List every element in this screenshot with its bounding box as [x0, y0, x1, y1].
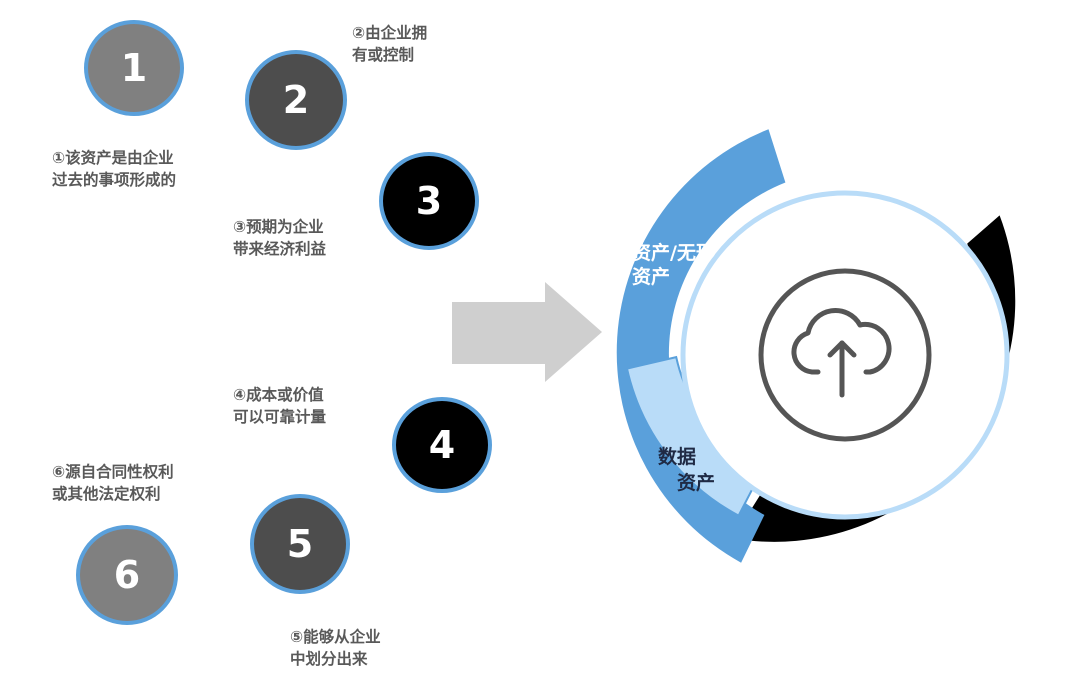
step-2-label: ②由企业拥 有或控制	[352, 22, 427, 66]
cloud-upload-icon	[758, 268, 932, 442]
step-1-circle: 1	[84, 20, 184, 116]
step-6-label-line2: 或其他法定权利	[52, 485, 161, 503]
step-5-number: 5	[286, 522, 314, 566]
step-3-number: 3	[415, 179, 443, 223]
right-arrow-icon	[452, 282, 602, 382]
step-5-label-line1: ⑤能够从企业	[290, 628, 381, 646]
step-2-number: 2	[282, 78, 310, 122]
data-asset-label-line2: 资产	[677, 471, 715, 494]
step-1-label: ①该资产是由企业 过去的事项形成的	[52, 147, 176, 191]
step-4-label-line1: ④成本或价值	[233, 386, 324, 404]
data-asset-label-line1: 数据	[658, 445, 696, 468]
intangible-asset-label-line2: 资产	[632, 265, 670, 288]
step-3-label-line1: ③预期为企业	[233, 218, 324, 236]
data-label-char2: 数	[948, 481, 968, 504]
step-6-label-line1: ⑥源自合同性权利	[52, 463, 174, 481]
step-4-circle: 4	[392, 397, 492, 493]
step-6-number: 6	[113, 553, 141, 597]
step-1-label-line2: 过去的事项形成的	[52, 171, 177, 189]
step-4-label-line2: 可以可靠计量	[233, 408, 327, 426]
step-1-number: 1	[120, 46, 148, 90]
step-4-label: ④成本或价值 可以可靠计量	[233, 384, 326, 428]
inner-ring	[680, 190, 1010, 520]
step-3-circle: 3	[379, 152, 479, 250]
step-3-label: ③预期为企业 带来经济利益	[233, 216, 326, 260]
step-1-label-line1: ①该资产是由企业	[52, 149, 174, 167]
step-3-label-line2: 带来经济利益	[233, 240, 327, 258]
step-6-circle: 6	[76, 525, 178, 625]
step-6-label: ⑥源自合同性权利 或其他法定权利	[52, 461, 174, 505]
intangible-asset-label-line1: 资产/无形	[632, 241, 715, 264]
step-2-label-line1: ②由企业拥	[352, 24, 428, 42]
step-2-circle: 2	[245, 50, 347, 150]
step-5-label-line2: 中划分出来	[290, 650, 368, 668]
step-2-label-line2: 有或控制	[352, 46, 415, 64]
step-4-number: 4	[428, 423, 456, 467]
step-5-label: ⑤能够从企业 中划分出来	[290, 626, 381, 670]
data-label-char1: 据	[975, 452, 994, 475]
intangible-asset-arc	[616, 129, 786, 563]
step-5-circle: 5	[250, 494, 350, 594]
